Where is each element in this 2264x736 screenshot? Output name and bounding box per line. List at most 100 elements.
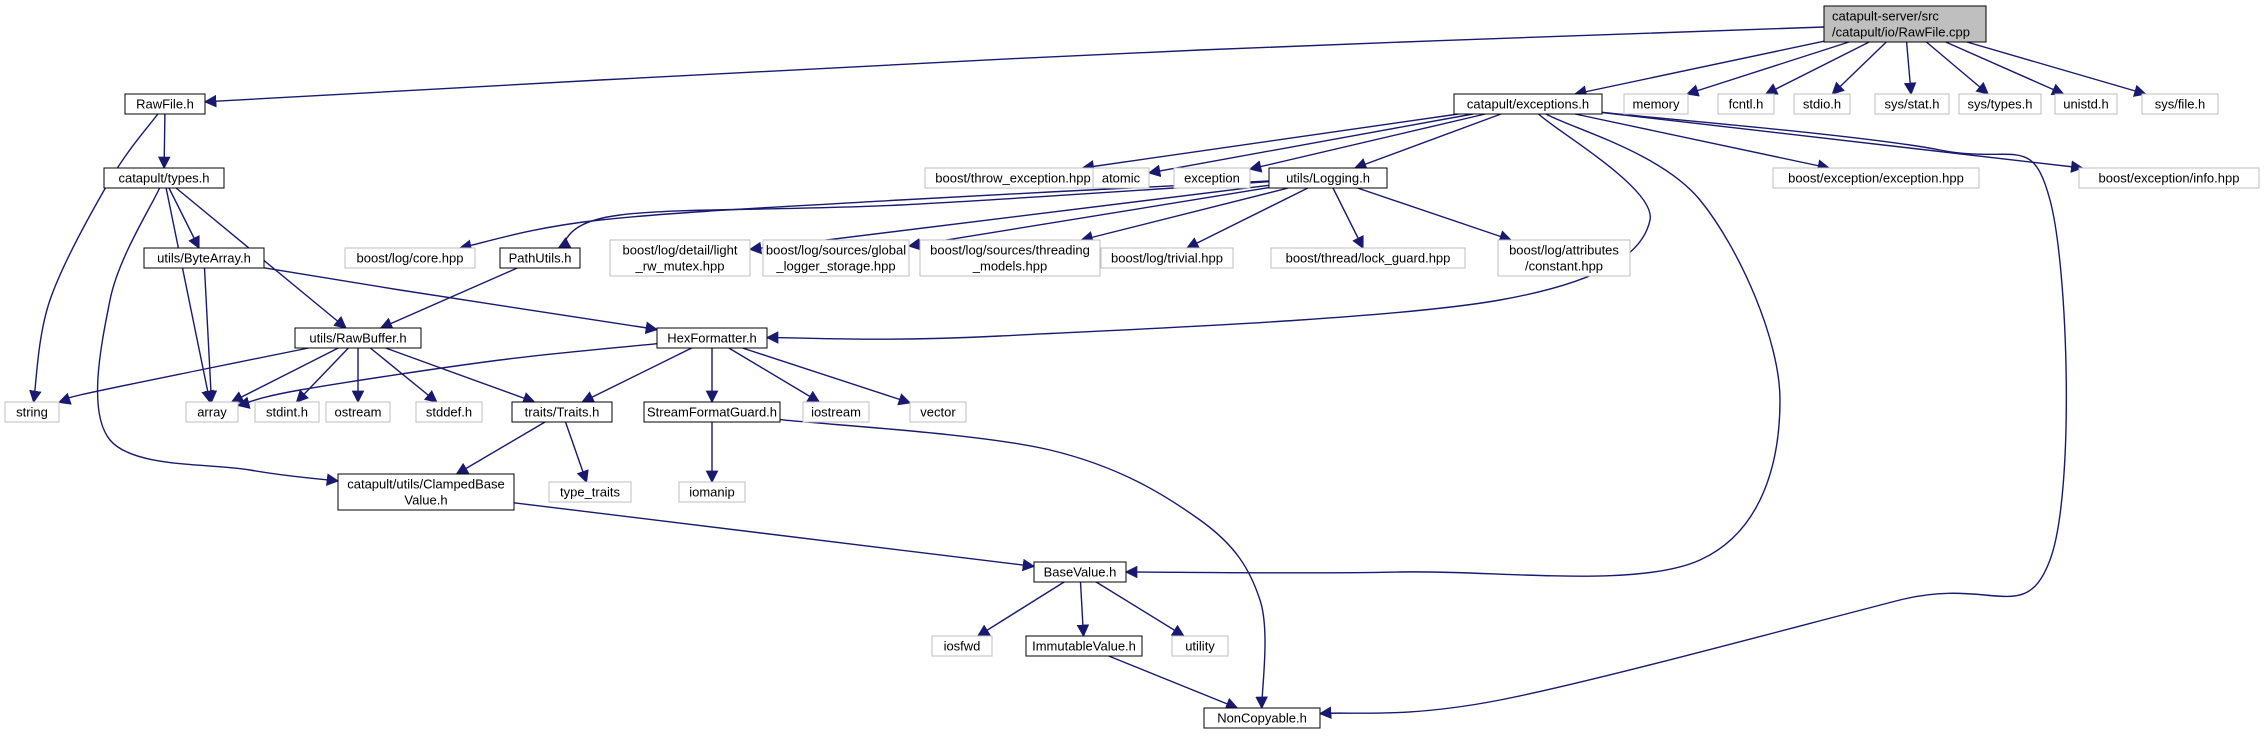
edge-basevalue_h-to-iosfwd <box>976 581 1065 637</box>
edge-logging_h-to-boost_log_core <box>458 180 1270 252</box>
node-ostream: ostream <box>325 401 391 423</box>
node-boost-exc-exc: boost/exception/exception.hpp <box>1772 167 1980 189</box>
node-label: catapult/exceptions.h <box>1467 97 1589 112</box>
node-label: StreamFormatGuard.h <box>647 405 777 420</box>
edge-rawfile_h-to-string <box>29 113 159 404</box>
node-label: boost/log/attributes <box>1509 243 1619 258</box>
node-logging-h[interactable]: utils/Logging.h <box>1268 167 1388 189</box>
edge-traits_h-to-type_traits <box>564 421 589 484</box>
node-box <box>511 401 613 423</box>
node-traits-h[interactable]: traits/Traits.h <box>511 401 613 423</box>
edge-root-to-stdio_h <box>1831 41 1887 95</box>
node-label: boost/exception/exception.hpp <box>1788 171 1964 186</box>
node-box <box>1497 239 1631 277</box>
edge-root-to-sys_stat_h <box>1903 41 1917 96</box>
node-label: fcntl.h <box>1729 97 1764 112</box>
node-label: /constant.hpp <box>1525 259 1603 274</box>
edge-exceptions_h-to-logging_h <box>1353 113 1502 170</box>
node-box <box>185 401 239 423</box>
node-box <box>2054 93 2118 115</box>
node-box <box>294 327 422 349</box>
edge-rawbuffer_h-to-stddef_h <box>369 347 438 403</box>
node-sys-stat-h: sys/stat.h <box>1874 93 1950 115</box>
node-box <box>1453 93 1603 115</box>
node-box <box>415 401 483 423</box>
node-boost-log-threading: boost/log/sources/threading_models.hpp <box>919 239 1101 277</box>
node-boost-thread-lock: boost/thread/lock_guard.hpp <box>1270 247 1466 269</box>
node-types-h[interactable]: catapult/types.h <box>103 167 225 189</box>
node-label: HexFormatter.h <box>667 331 757 346</box>
node-pathutils-h[interactable]: PathUtils.h <box>499 247 581 269</box>
node-label: catapult/utils/ClampedBase <box>347 477 505 492</box>
node-basevalue-h[interactable]: BaseValue.h <box>1033 561 1127 583</box>
node-box <box>548 481 632 503</box>
edge-exceptions_h-to-noncopyable_h <box>1318 111 2068 720</box>
node-immutablevalue-h[interactable]: ImmutableValue.h <box>1025 635 1143 657</box>
node-fcntl-h: fcntl.h <box>1717 93 1775 115</box>
node-box <box>656 327 768 349</box>
node-root[interactable]: catapult-server/src/catapult/io/RawFile.… <box>1823 5 1987 43</box>
node-vector: vector <box>909 401 967 423</box>
node-box <box>1203 707 1321 729</box>
node-label: memory <box>1633 97 1680 112</box>
edge-rawbuffer_h-to-array <box>230 347 339 403</box>
node-box <box>1033 561 1127 583</box>
edge-exceptions_h-to-boost_throw <box>1081 113 1459 173</box>
node-streamformatguard-h[interactable]: StreamFormatGuard.h <box>643 401 781 423</box>
edge-logging_h-to-boost_log_threading <box>1080 187 1289 244</box>
node-label: _logger_storage.hpp <box>775 259 895 274</box>
node-atomic: atomic <box>1092 167 1150 189</box>
node-rawfile-h[interactable]: RawFile.h <box>124 93 206 115</box>
node-boost-log-light: boost/log/detail/light_rw_mutex.hpp <box>609 239 751 277</box>
node-label: stddef.h <box>426 405 472 420</box>
edge-basevalue_h-to-utility <box>1095 581 1185 637</box>
node-box <box>344 247 476 269</box>
edge-root-to-sys_types_h <box>1925 41 1990 95</box>
node-type-traits: type_traits <box>548 481 632 503</box>
node-box <box>254 401 320 423</box>
node-label: stdio.h <box>1803 97 1841 112</box>
node-label: NonCopyable.h <box>1217 711 1307 726</box>
node-label: type_traits <box>560 485 620 500</box>
edge-rawbuffer_h-to-stdint_h <box>295 347 349 403</box>
node-label: vector <box>920 405 956 420</box>
node-label: sys/file.h <box>2155 97 2206 112</box>
edge-rawfile_h-to-types_h <box>157 113 171 170</box>
node-label: string <box>16 405 48 420</box>
node-box <box>2078 167 2260 189</box>
edge-logging_h-to-boost_log_light <box>748 184 1270 255</box>
node-box <box>1793 93 1851 115</box>
node-hexformatter-h[interactable]: HexFormatter.h <box>656 327 768 349</box>
node-label: exception <box>1184 171 1240 186</box>
node-sys-types-h: sys/types.h <box>1958 93 2042 115</box>
node-box <box>762 239 910 277</box>
node-bytearray-h[interactable]: utils/ByteArray.h <box>143 247 265 269</box>
nodes-layer: catapult-server/src/catapult/io/RawFile.… <box>4 5 2260 729</box>
node-boost-exc-info: boost/exception/info.hpp <box>2078 167 2260 189</box>
edge-hexformatter_h-to-traits_h <box>581 347 693 403</box>
node-label: /catapult/io/RawFile.cpp <box>1832 25 1970 40</box>
node-stddef-h: stddef.h <box>415 401 483 423</box>
node-label: stdint.h <box>266 405 308 420</box>
node-box <box>1268 167 1388 189</box>
node-label: array <box>197 405 227 420</box>
node-box <box>1623 93 1689 115</box>
node-label: unistd.h <box>2063 97 2109 112</box>
node-label: iosfwd <box>944 639 981 654</box>
node-box <box>1100 247 1234 269</box>
node-rawbuffer-h[interactable]: utils/RawBuffer.h <box>294 327 422 349</box>
node-boost-log-trivial: boost/log/trivial.hpp <box>1100 247 1234 269</box>
node-label: ostream <box>335 405 382 420</box>
node-noncopyable-h[interactable]: NonCopyable.h <box>1203 707 1321 729</box>
edge-types_h-to-array <box>165 187 214 404</box>
node-iostream: iostream <box>802 401 870 423</box>
node-exceptions-h[interactable]: catapult/exceptions.h <box>1453 93 1603 115</box>
node-exception: exception <box>1173 167 1251 189</box>
edge-exceptions_h-to-basevalue_h <box>1124 113 1781 579</box>
edge-streamformatguard_h-to-noncopyable_h <box>779 418 1268 710</box>
edge-exceptions_h-to-exception <box>1248 113 1486 173</box>
edge-logging_h-to-boost_log_global <box>907 186 1270 251</box>
node-box <box>1823 5 1987 43</box>
node-memory: memory <box>1623 93 1689 115</box>
